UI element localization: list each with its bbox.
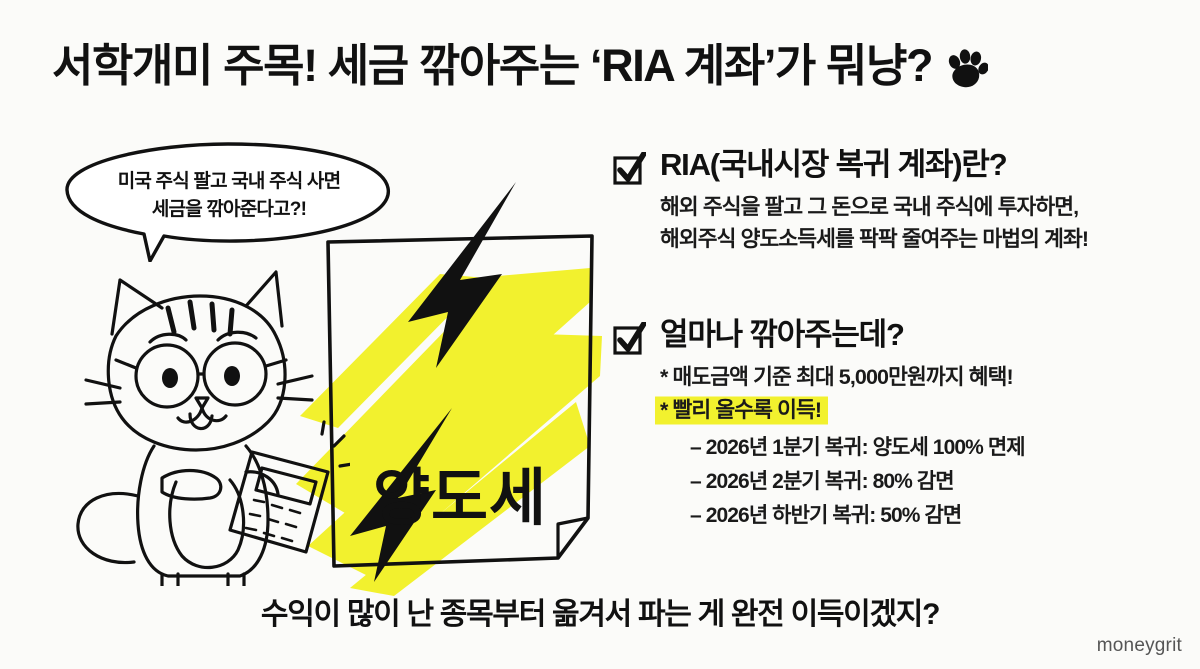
section-title: 얼마나 깎아주는데? xyxy=(660,317,905,353)
paw-print-icon xyxy=(946,49,989,89)
sub-item: – 2026년 하반기 복귀: 50% 감면 xyxy=(690,504,962,528)
checkbox-checked-icon xyxy=(612,149,648,186)
section-body: 해외 주식을 팔고 그 돈으로 국내 주식에 투자하면, 해외주식 양도소득세를… xyxy=(660,191,1188,256)
page-title: 서학개미 주목! 세금 깎아주는 ‘RIA 계좌’가 뭐냥? xyxy=(52,39,934,91)
content-column: RIA(국내시장 복귀 계좌)란? 해외 주식을 팔고 그 돈으로 국내 주식에… xyxy=(612,147,1188,563)
section-discount-amount: 얼마나 깎아주는데? * 매도금액 기준 최대 5,000만원까지 혜택! * … xyxy=(612,317,1188,534)
section-header: RIA(국내시장 복귀 계좌)란? xyxy=(612,147,1188,186)
section-body: * 매도금액 기준 최대 5,000만원까지 혜택! * 빨리 올수록 이득! … xyxy=(655,361,1188,534)
bullet-text: * 매도금액 기준 최대 5,000만원까지 혜택! xyxy=(660,364,1014,389)
speech-bubble-line-2: 세금을 깎아준다고?! xyxy=(151,198,307,220)
bullet-row: * 매도금액 기준 최대 5,000만원까지 혜택! xyxy=(660,361,1188,394)
bullet-text-highlighted: * 빨리 올수록 이득! xyxy=(655,394,829,428)
sub-item-list: – 2026년 1분기 복귀: 양도세 100% 면제 – 2026년 2분기 … xyxy=(690,431,1188,533)
checkbox-checked-icon xyxy=(612,319,648,356)
cat-with-calculator xyxy=(50,256,354,588)
section-title: RIA(국내시장 복귀 계좌)란? xyxy=(660,147,1008,182)
illustration-area: 미국 주식 팔고 국내 주식 사면 세금을 깎아준다고?! xyxy=(40,128,602,598)
bullet-row-highlighted: * 빨리 올수록 이득! xyxy=(655,394,1188,428)
sub-item: – 2026년 1분기 복귀: 양도세 100% 면제 xyxy=(690,436,1026,460)
section-ria-definition: RIA(국내시장 복귀 계좌)란? 해외 주식을 팔고 그 돈으로 국내 주식에… xyxy=(612,147,1188,256)
speech-bubble-text: 미국 주식 팔고 국내 주식 사면 세금을 깎아준다고?! xyxy=(88,168,370,223)
speech-bubble-line-1: 미국 주식 팔고 국내 주식 사면 xyxy=(117,171,341,192)
sub-item: – 2026년 2분기 복귀: 80% 감면 xyxy=(690,470,955,494)
tax-document-illustration xyxy=(320,182,600,582)
calculator-icon xyxy=(228,450,330,554)
speech-bubble: 미국 주식 팔고 국내 주식 사면 세금을 깎아준다고?! xyxy=(58,140,398,263)
body-line: 해외 주식을 팔고 그 돈으로 국내 주식에 투자하면, xyxy=(660,194,1079,219)
page-title-row: 서학개미 주목! 세금 깎아주는 ‘RIA 계좌’가 뭐냥? xyxy=(52,32,1162,98)
bottom-caption: 수익이 많이 난 종목부터 옮겨서 파는 게 완전 이득이겠지? xyxy=(260,598,941,631)
lightning-bolts-icon xyxy=(350,182,516,582)
body-line: 해외주식 양도소득세를 팍팍 줄여주는 마법의 계좌! xyxy=(660,227,1089,252)
section-header: 얼마나 깎아주는데? xyxy=(612,317,1188,356)
watermark: moneygrit xyxy=(1096,635,1182,656)
